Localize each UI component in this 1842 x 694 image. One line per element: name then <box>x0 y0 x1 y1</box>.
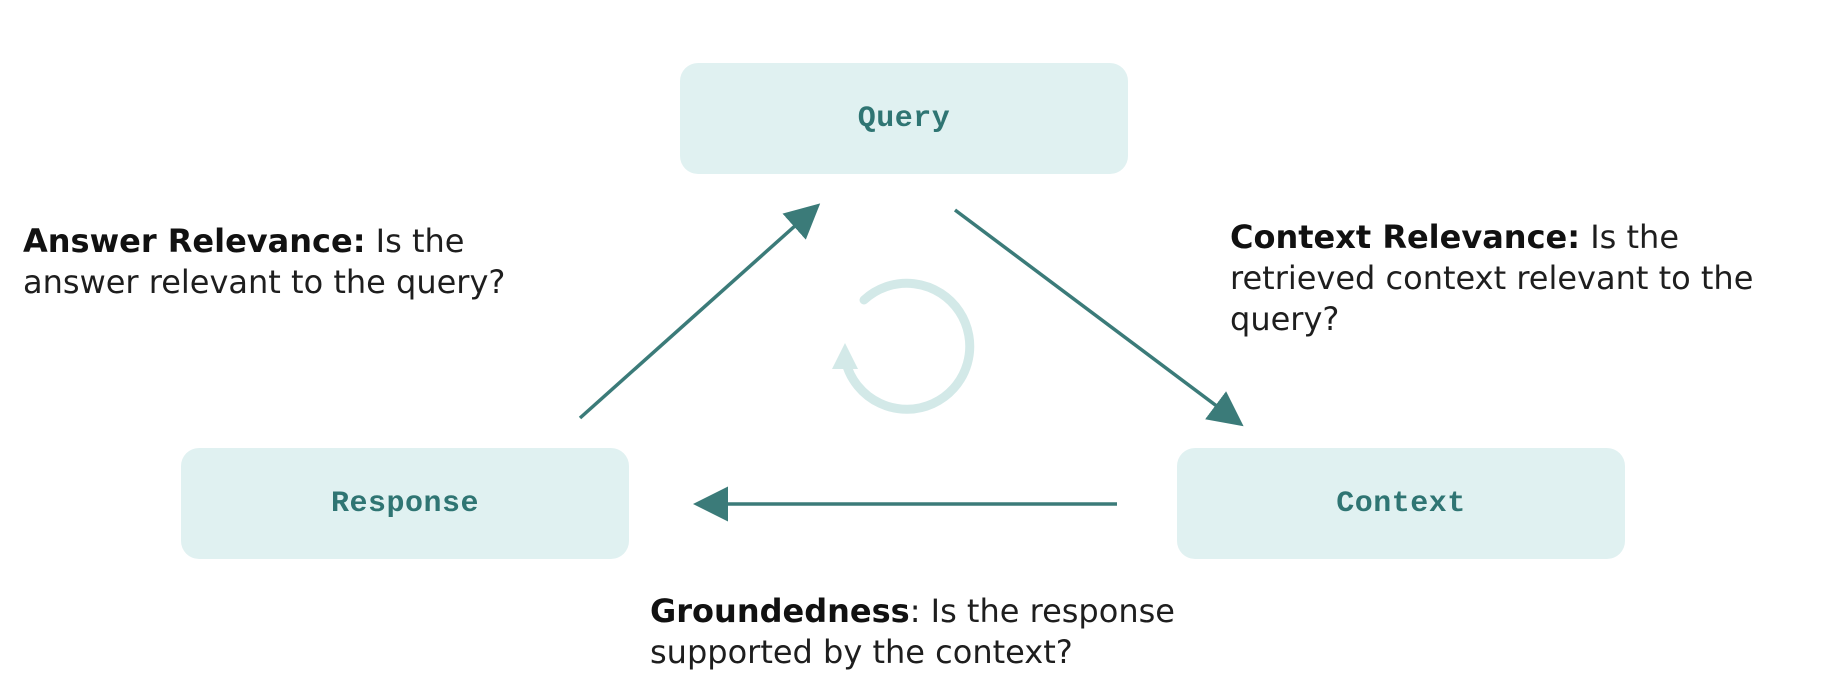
answer-relevance-term: Answer Relevance: <box>23 222 366 260</box>
arrow-response-to-query <box>578 203 821 420</box>
arrow-query-to-context <box>953 208 1244 427</box>
query-node: Query <box>680 63 1128 174</box>
context-node-label: Context <box>1336 486 1466 521</box>
query-node-label: Query <box>857 101 951 136</box>
refresh-cycle-icon <box>832 278 975 414</box>
answer-relevance-caption: Answer Relevance: Is the answer relevant… <box>23 221 583 303</box>
context-relevance-term: Context Relevance: <box>1230 218 1581 256</box>
context-relevance-caption: Context Relevance: Is the retrieved cont… <box>1230 217 1830 340</box>
groundedness-term: Groundedness <box>650 592 910 630</box>
context-node: Context <box>1177 448 1625 559</box>
groundedness-text: : Is the response supported by the conte… <box>650 592 1175 671</box>
response-node: Response <box>181 448 629 559</box>
groundedness-caption: Groundedness: Is the response supported … <box>650 591 1210 673</box>
response-node-label: Response <box>330 486 480 521</box>
context-relevance-text: Is the retrieved context relevant to the… <box>1230 218 1754 338</box>
answer-relevance-text: Is the answer relevant to the query? <box>23 222 506 301</box>
